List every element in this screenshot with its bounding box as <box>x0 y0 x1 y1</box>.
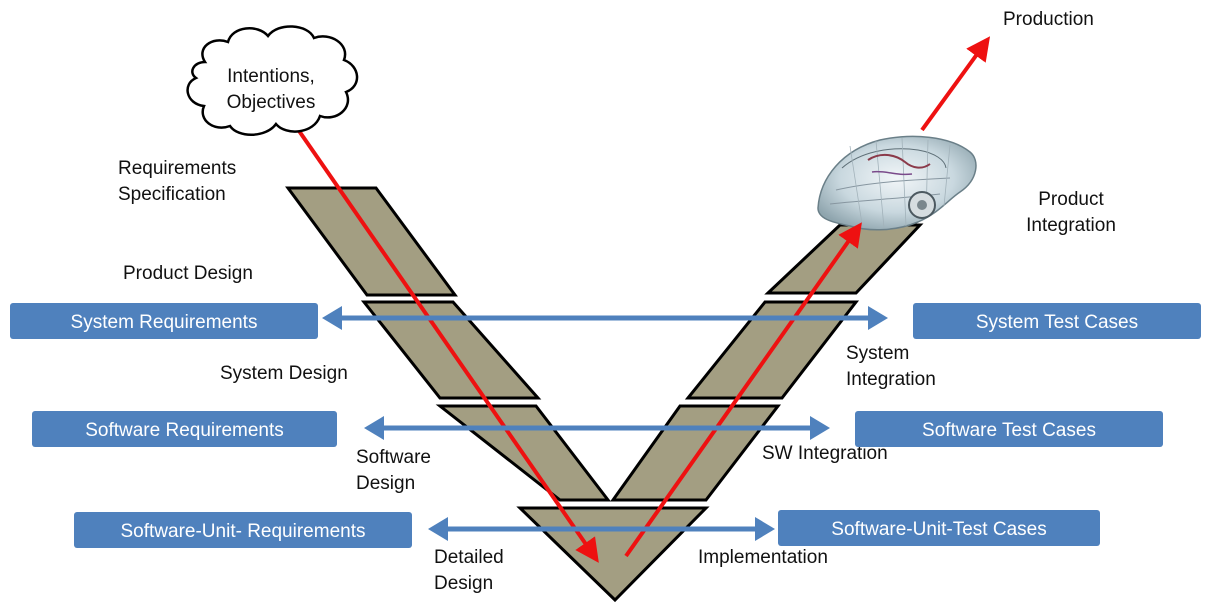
label-system-design: System Design <box>220 363 348 384</box>
label-product-design: Product Design <box>123 263 253 284</box>
box-software-test-cases: Software Test Cases <box>855 411 1163 447</box>
label-sw-integration: SW Integration <box>762 443 888 464</box>
label-production: Production <box>1003 9 1094 30</box>
label-software-design-1: Software <box>356 447 431 468</box>
label-detailed-design-1: Detailed <box>434 547 504 568</box>
label-requirements-specification-1: Requirements <box>118 158 237 179</box>
label-system-integration-2: Integration <box>846 369 936 390</box>
label-implementation: Implementation <box>698 547 828 568</box>
label-product-integration-1: Product <box>1038 189 1104 210</box>
box-software-unit-requirements: Software-Unit- Requirements <box>74 512 412 548</box>
segment-implementation-tip <box>516 506 710 603</box>
box-software-requirements: Software Requirements <box>32 411 337 447</box>
label-software-design-2: Design <box>356 473 416 494</box>
cloud-shape <box>186 25 359 136</box>
cloud-line-1: Intentions, <box>227 66 315 87</box>
blue-arrow-software <box>364 416 830 440</box>
segment-requirements-specification <box>285 186 458 297</box>
cloud-line-2: Objectives <box>226 92 316 113</box>
label-requirements-specification-2: Specification <box>118 184 226 205</box>
red-arrow-down <box>295 126 599 563</box>
segment-sw-integration <box>610 404 782 502</box>
red-arrow-up-left <box>624 222 862 558</box>
label-detailed-design-2: Design <box>434 573 494 594</box>
label-system-integration-1: System <box>846 343 910 364</box>
label-product-integration-2: Integration <box>1026 215 1116 236</box>
box-system-requirements: System Requirements <box>10 303 318 339</box>
blue-arrow-system <box>322 306 888 330</box>
box-system-test-cases: System Test Cases <box>913 303 1201 339</box>
segment-product-integration <box>764 223 924 295</box>
blue-arrow-unit <box>428 517 775 541</box>
cloud-label: Intentions, Objectives <box>196 64 346 116</box>
box-software-unit-test-cases: Software-Unit-Test Cases <box>778 510 1100 546</box>
car-wireframe-image <box>817 135 977 231</box>
red-arrow-production <box>920 36 991 132</box>
